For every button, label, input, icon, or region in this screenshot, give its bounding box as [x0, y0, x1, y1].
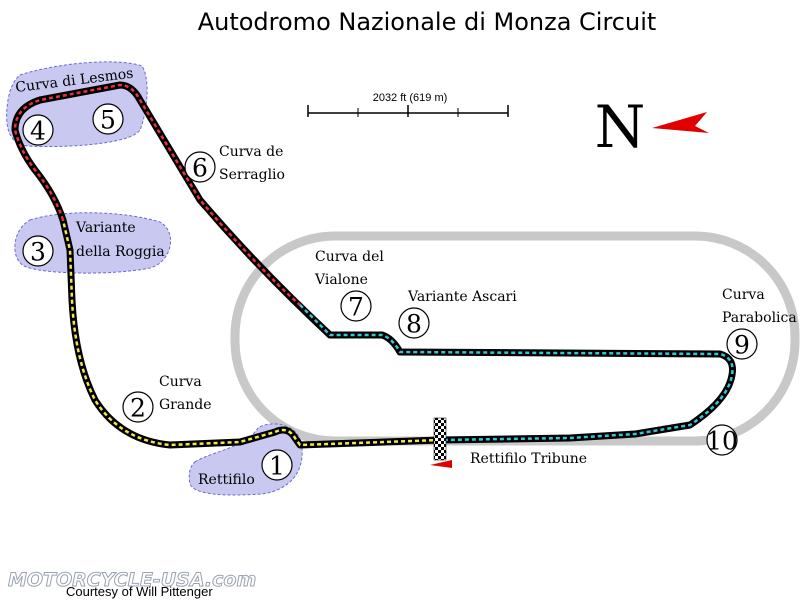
corner-6-marker: 6 — [184, 151, 216, 183]
corner-9-marker: 9 — [726, 328, 758, 360]
corner-5-number: 5 — [100, 106, 116, 135]
label-vialone-1: Curva del — [315, 249, 384, 265]
label-ascari: Variante Ascari — [407, 289, 517, 305]
track-sector-3 — [299, 304, 734, 442]
map-title: Autodromo Nazionale di Monza Circuit — [198, 8, 657, 36]
start-finish-line — [430, 417, 452, 468]
corner-7-number: 7 — [348, 293, 364, 322]
corner-5-marker: 5 — [92, 103, 124, 135]
label-serraglio-2: Serraglio — [219, 167, 285, 183]
corner-1-marker: 1 — [261, 449, 293, 481]
label-parabolica-2: Parabolica — [722, 310, 797, 326]
scale-bar: 2032 ft (619 m) — [307, 92, 509, 117]
corner-4-marker: 4 — [22, 114, 54, 146]
label-roggia-2: della Roggia — [76, 244, 165, 260]
corner-8-marker: 8 — [398, 307, 430, 339]
credit-text: Courtesy of Will Pittenger — [66, 584, 213, 599]
compass: N — [595, 93, 709, 161]
label-straight: Rettifilo Tribune — [470, 451, 587, 467]
credit-logo: MOTORCYCLE-USA.com — [8, 569, 256, 591]
corner-8-number: 8 — [406, 310, 422, 339]
corner-2-number: 2 — [130, 394, 146, 423]
corner-9-number: 9 — [734, 331, 750, 360]
corner-6-number: 6 — [192, 154, 208, 183]
scale-label: 2032 ft (619 m) — [373, 92, 448, 104]
track-sector-2 — [13, 83, 301, 306]
corner-7-marker: 7 — [340, 290, 372, 322]
corner-10-marker: 10 — [706, 424, 738, 456]
direction-arrow-icon — [430, 460, 452, 468]
corner-2-marker: 2 — [122, 391, 154, 423]
label-curva-grande-2: Grande — [159, 397, 212, 413]
corner-markers: 1 2 3 4 5 6 7 8 9 10 — [22, 103, 758, 481]
label-vialone-2: Vialone — [314, 272, 368, 288]
label-parabolica-1: Curva — [722, 287, 765, 303]
track — [11, 81, 736, 449]
credit-block: MOTORCYCLE-USA.com Courtesy of Will Pitt… — [8, 569, 257, 600]
corner-4-number: 4 — [30, 117, 46, 146]
north-arrow-icon — [652, 112, 709, 133]
label-roggia-1: Variante — [75, 220, 136, 236]
checkered-flag-icon — [433, 417, 447, 461]
label-serraglio-1: Curva de — [219, 144, 283, 160]
corner-3-marker: 3 — [22, 235, 54, 267]
corner-1-number: 1 — [269, 452, 285, 481]
label-rettifilo: Rettifilo — [198, 472, 255, 488]
corner-10-number: 10 — [706, 427, 738, 456]
track-sector-1 — [61, 219, 441, 447]
label-curva-grande-1: Curva — [159, 374, 202, 390]
highlight-roggia — [14, 212, 171, 274]
north-letter: N — [595, 93, 646, 161]
corner-3-number: 3 — [30, 238, 46, 267]
